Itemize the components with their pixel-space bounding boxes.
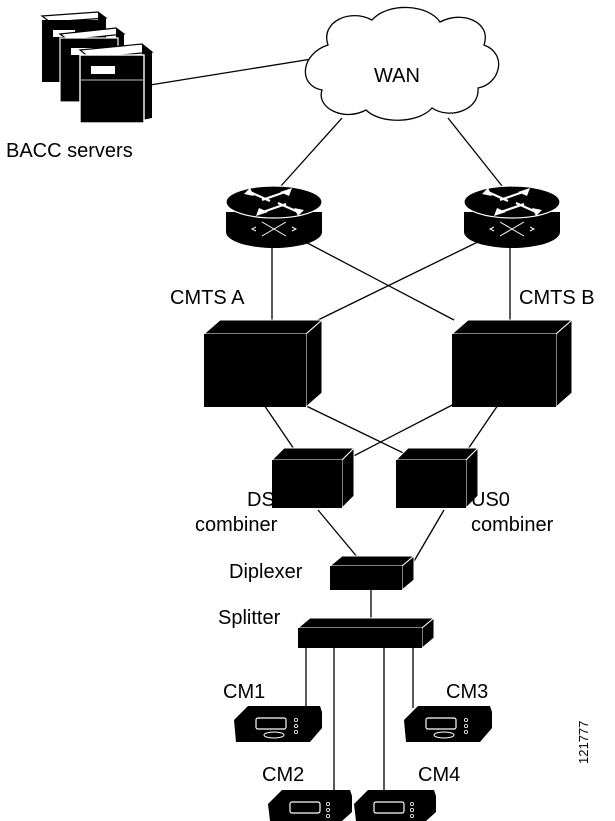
ds0-combiner-label-line2: combiner (195, 514, 278, 536)
cm2-modem-icon (268, 790, 352, 821)
link-cmts-b-us0 (465, 401, 501, 453)
link-ds0-diplexer (317, 509, 359, 559)
ds0-combiner-label-line1: DS0 (247, 489, 286, 511)
link-us0-diplexer (409, 509, 445, 569)
cm2-label: CM2 (262, 764, 304, 786)
diplexer-label: Diplexer (229, 561, 303, 583)
cm1-modem-icon (234, 706, 322, 742)
bacc-servers-label: BACC servers (6, 140, 133, 162)
wan-label: WAN (374, 65, 420, 87)
cm3-label: CM3 (446, 681, 488, 703)
cmts-b-label: CMTS B (519, 287, 595, 309)
figure-id: 121777 (576, 721, 591, 764)
cmts-b-icon (450, 318, 574, 409)
splitter-icon (296, 616, 436, 650)
bacc-servers-icon (40, 11, 154, 124)
splitter-label: Splitter (218, 607, 281, 629)
us0-combiner-label-line1: US0 (471, 489, 510, 511)
us0-combiner-label-line2: combiner (471, 514, 554, 536)
router-a-icon (225, 185, 323, 248)
cm4-modem-icon (354, 790, 436, 821)
cm1-label: CM1 (223, 681, 265, 703)
link-router-a-cmts-b (293, 235, 455, 321)
link-cmts-b-ds0 (341, 401, 459, 463)
router-b-icon (463, 185, 561, 248)
link-wan-router-b (447, 117, 511, 197)
cm3-modem-icon (404, 706, 492, 742)
wan-cloud-icon (304, 6, 500, 121)
connection-lines (149, 57, 511, 792)
link-router-b-cmts-a (317, 235, 491, 321)
server-tower-front (78, 43, 154, 124)
cmts-a-icon (202, 318, 324, 409)
link-cmts-a-us0 (297, 401, 423, 463)
link-wan-router-a (271, 117, 343, 197)
ds0-combiner-icon (270, 446, 356, 510)
us0-combiner-icon (394, 446, 480, 510)
diplexer-icon (328, 554, 416, 592)
cm4-label: CM4 (418, 764, 460, 786)
link-servers-wan (149, 57, 319, 86)
cmts-a-label: CMTS A (170, 287, 245, 309)
link-cmts-a-ds0 (261, 401, 297, 453)
